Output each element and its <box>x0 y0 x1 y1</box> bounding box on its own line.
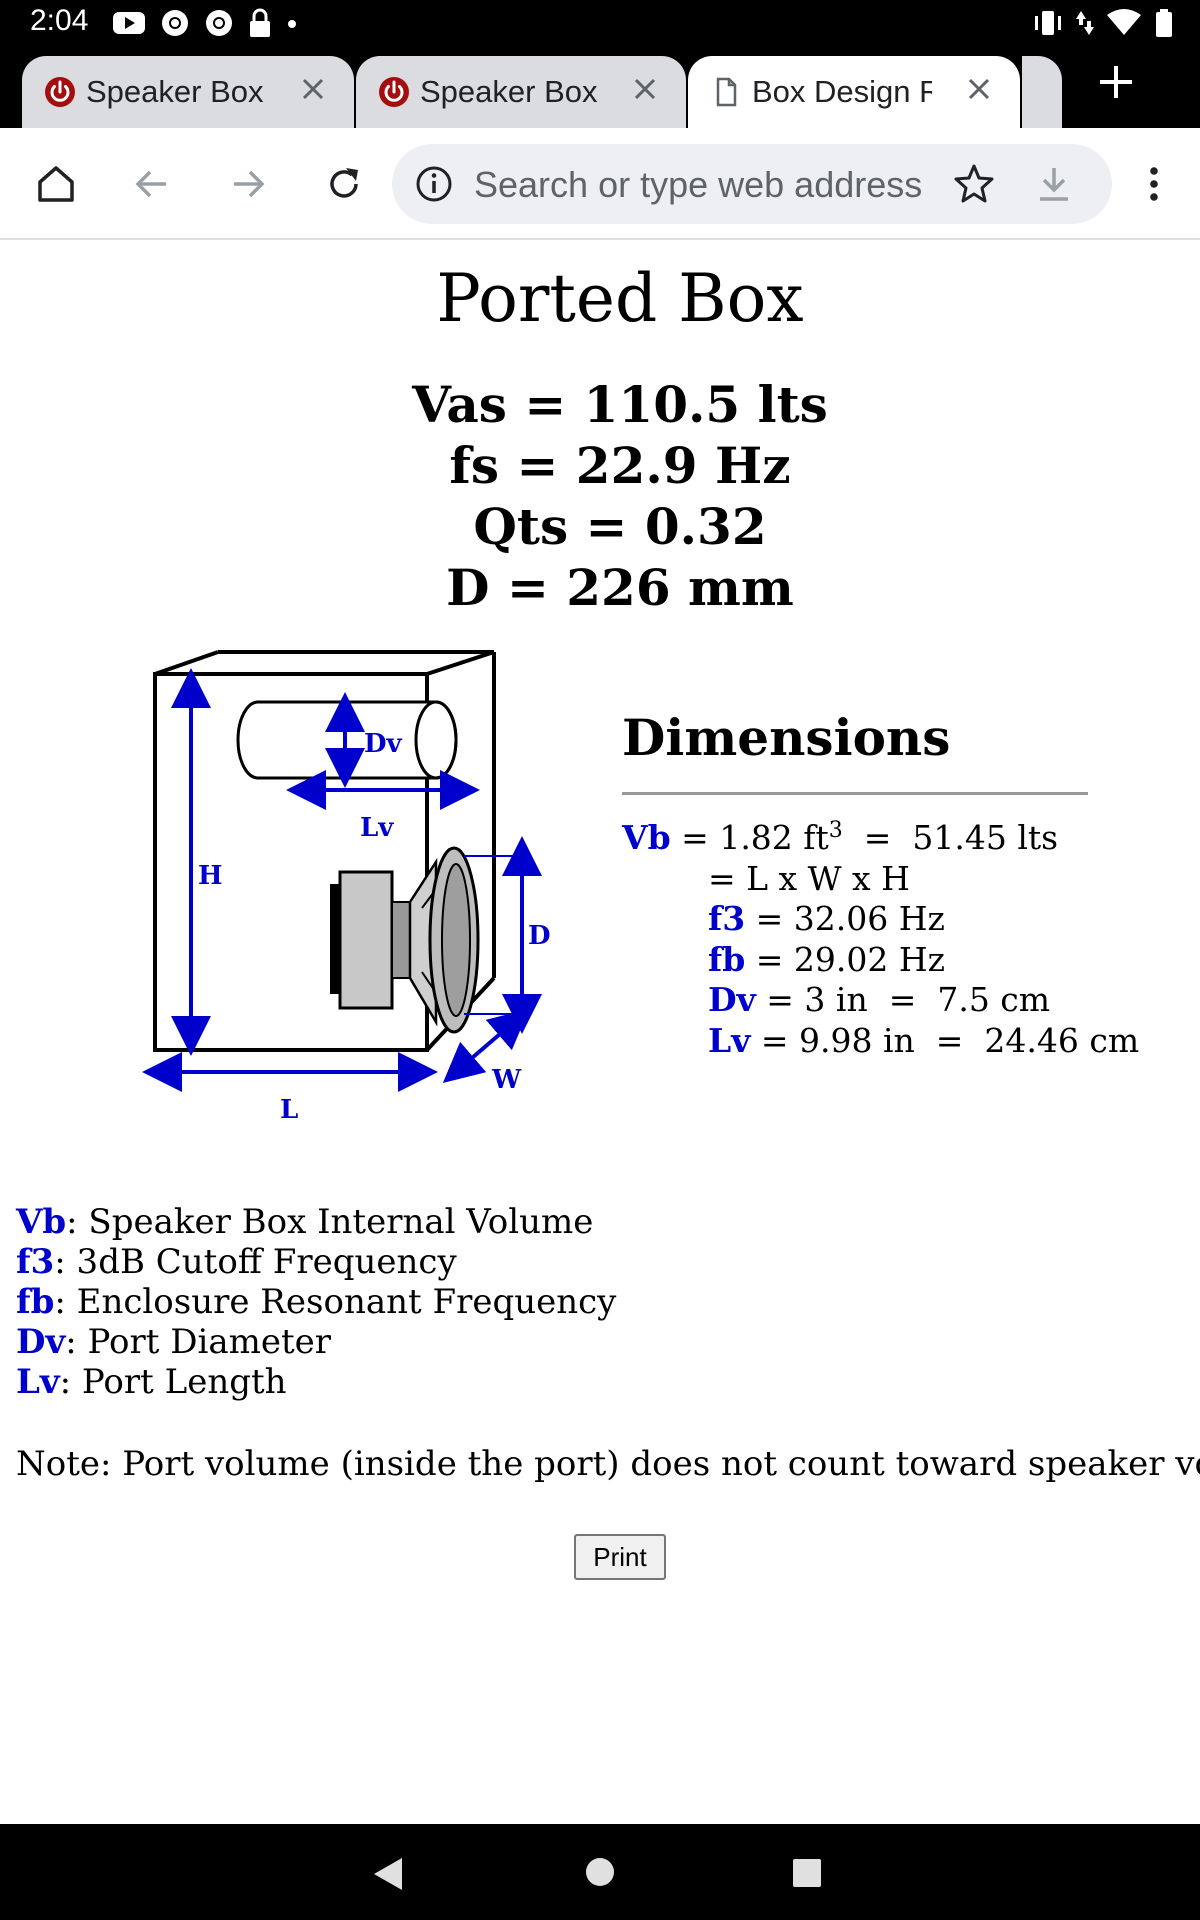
dimension-arrows <box>142 668 542 1092</box>
legend-item: Dv: Port Diameter <box>16 1322 616 1362</box>
speaker-params: Vas = 110.5 lts fs = 22.9 Hz Qts = 0.32 … <box>0 374 1200 618</box>
tab-label: Box Design Re <box>752 74 932 109</box>
param-qts: Qts = 0.32 <box>473 497 767 556</box>
dim-key: Vb <box>622 818 671 857</box>
system-icons <box>1032 8 1174 38</box>
dim-lwh: = L x W x H <box>708 858 910 898</box>
dim-value: = 32.06 Hz <box>745 899 945 938</box>
legend-item: Vb: Speaker Box Internal Volume <box>16 1202 616 1242</box>
home-icon[interactable] <box>34 162 78 206</box>
status-time: 2:04 <box>30 4 89 37</box>
tab-box-design-re[interactable]: Box Design Re <box>688 56 1020 128</box>
tab-strip: Speaker Box V Speaker Box E Box Design R… <box>0 48 1200 128</box>
lock-icon <box>250 8 270 37</box>
new-tab-plus-icon[interactable] <box>1096 62 1136 102</box>
vibrate-icon <box>1035 11 1061 35</box>
back-arrow-icon[interactable] <box>130 162 174 206</box>
reload-icon[interactable] <box>322 162 366 206</box>
diagram-label-w: W <box>491 1065 522 1095</box>
legend-item: f3: 3dB Cutoff Frequency <box>16 1242 616 1282</box>
dim-key: Dv <box>708 980 756 1019</box>
page-icon <box>716 77 737 107</box>
dim-key: f3 <box>708 899 746 938</box>
page-content: Ported Box Vas = 110.5 lts fs = 22.9 Hz … <box>0 240 1200 1824</box>
notification-icons <box>112 8 298 38</box>
dim-vb: Vb = 1.82 ft3 = 51.45 lts <box>622 818 1139 859</box>
port-volume-note: Note: Port volume (inside the port) does… <box>16 1444 1200 1484</box>
dim-fb: fb = 29.02 Hz <box>622 940 1139 981</box>
address-bar[interactable] <box>392 144 1112 224</box>
dim-value: = 29.02 Hz <box>745 939 946 979</box>
chrome-icon <box>162 10 188 36</box>
star-bookmark-icon[interactable] <box>952 162 996 206</box>
browser-toolbar <box>0 128 1200 240</box>
dimensions-values: Vb = 1.82 ft3 = 51.45 lts = L x W x H f3… <box>622 818 1139 1061</box>
system-nav-bar <box>0 1824 1200 1920</box>
nav-recents-icon[interactable] <box>792 1858 822 1888</box>
abbreviation-legend: Vb: Speaker Box Internal Volume f3: 3dB … <box>16 1202 616 1402</box>
dimensions-heading: Dimensions <box>622 708 951 767</box>
legend-item: fb: Enclosure Resonant Frequency <box>16 1282 616 1322</box>
legend-key: fb <box>16 1282 55 1322</box>
param-d: D = 226 mm <box>446 558 794 617</box>
info-icon[interactable] <box>414 164 454 204</box>
legend-key: Vb <box>16 1202 67 1242</box>
youtube-icon <box>113 12 145 34</box>
dim-key: Lv <box>708 1020 751 1060</box>
close-icon[interactable] <box>964 74 994 104</box>
dim-value: = 51.45 lts <box>842 818 1059 857</box>
close-icon[interactable] <box>630 74 660 104</box>
legend-text: : Port Diameter <box>65 1322 332 1362</box>
dim-lv: Lv = 9.98 in = 24.46 cm <box>622 1021 1139 1062</box>
status-bar: 2:04 <box>0 0 1200 48</box>
tab-label: Speaker Box E <box>420 74 600 109</box>
power-icon <box>379 77 409 107</box>
dot-icon <box>288 20 296 28</box>
ported-box-diagram: Dv Lv H D W L <box>142 650 551 1125</box>
legend-text: : Enclosure Resonant Frequency <box>54 1282 617 1322</box>
tab-label: Speaker Box V <box>86 74 266 109</box>
download-icon[interactable] <box>1032 162 1076 206</box>
dim-superscript: 3 <box>828 818 843 843</box>
tab-strip-filler <box>1022 56 1062 128</box>
dim-value: = 9.98 in = 24.46 cm <box>750 1020 1140 1060</box>
more-vert-icon[interactable] <box>1132 162 1176 206</box>
tab-speaker-box-v[interactable]: Speaker Box V <box>22 56 354 128</box>
param-fs: fs = 22.9 Hz <box>449 436 791 495</box>
diagram-label-h: H <box>198 861 223 891</box>
address-input[interactable] <box>472 158 956 212</box>
diagram-label-l: L <box>280 1095 298 1125</box>
legend-key: Lv <box>16 1362 60 1402</box>
legend-text: : 3dB Cutoff Frequency <box>54 1242 457 1282</box>
dim-value: = 3 in = 7.5 cm <box>755 980 1051 1019</box>
print-button[interactable]: Print <box>574 1534 666 1580</box>
dim-key: fb <box>708 939 746 979</box>
dimensions-divider <box>622 792 1088 795</box>
diagram-label-d: D <box>528 921 551 951</box>
power-icon <box>45 77 75 107</box>
page-title: Ported Box <box>436 260 804 337</box>
diagram-label-dv: Dv <box>364 729 403 759</box>
nav-back-icon[interactable] <box>370 1854 406 1894</box>
dim-f3: f3 = 32.06 Hz <box>622 899 1139 940</box>
diagram-label-lv: Lv <box>360 813 394 843</box>
legend-item: Lv: Port Length <box>16 1362 616 1402</box>
legend-key: f3 <box>16 1242 55 1282</box>
param-vas: Vas = 110.5 lts <box>412 375 828 434</box>
speaker-driver <box>330 846 480 1034</box>
close-icon[interactable] <box>298 74 328 104</box>
wifi-icon <box>1107 9 1141 35</box>
battery-icon <box>1156 9 1172 37</box>
chrome-icon <box>206 10 232 36</box>
legend-key: Dv <box>16 1322 66 1362</box>
dim-dv: Dv = 3 in = 7.5 cm <box>622 980 1139 1021</box>
box-outline <box>153 650 496 1052</box>
nav-home-icon[interactable] <box>584 1856 616 1888</box>
tab-speaker-box-e[interactable]: Speaker Box E <box>356 56 686 128</box>
legend-text: : Speaker Box Internal Volume <box>66 1202 594 1242</box>
forward-arrow-icon[interactable] <box>226 162 270 206</box>
legend-text: : Port Length <box>59 1362 287 1402</box>
data-arrows-icon <box>1076 11 1094 35</box>
dim-value: = 1.82 ft <box>670 818 829 857</box>
